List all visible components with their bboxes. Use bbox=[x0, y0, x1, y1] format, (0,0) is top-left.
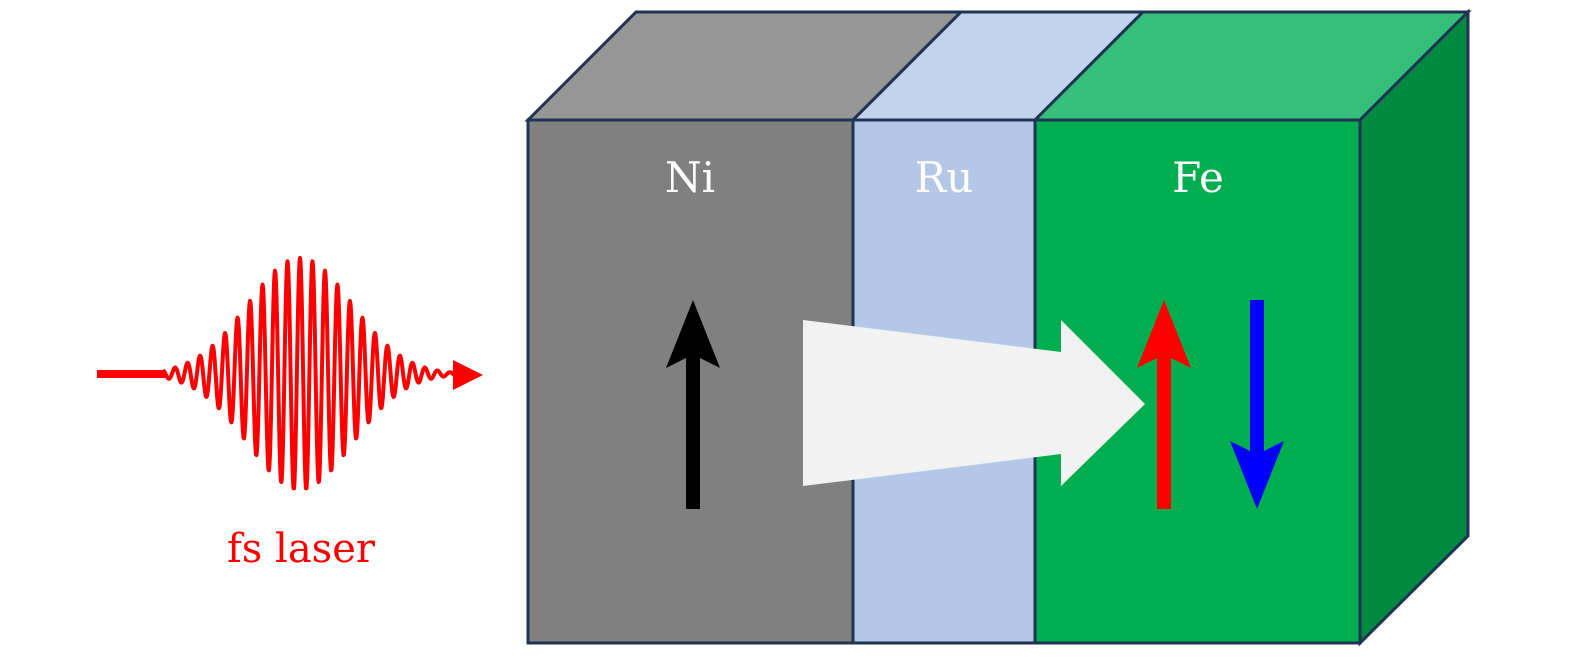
ni-label: Ni bbox=[665, 153, 715, 202]
laser-arrowhead-icon bbox=[453, 360, 483, 390]
fe-spin-up-arrow-icon bbox=[1137, 300, 1191, 509]
ni-magnetization-up-arrow-icon bbox=[666, 300, 720, 509]
laser-pulse bbox=[97, 256, 483, 491]
laser-label: fs laser bbox=[227, 526, 376, 572]
ru-label: Ru bbox=[915, 153, 974, 202]
fe-label: Fe bbox=[1172, 153, 1224, 202]
laser-waveform bbox=[161, 256, 457, 491]
fe-layer-side-face bbox=[1358, 8, 1470, 647]
spin-current-arrow-icon bbox=[803, 320, 1145, 486]
fe-spin-down-arrow-icon bbox=[1230, 300, 1284, 509]
laser-tail-line bbox=[97, 370, 165, 378]
